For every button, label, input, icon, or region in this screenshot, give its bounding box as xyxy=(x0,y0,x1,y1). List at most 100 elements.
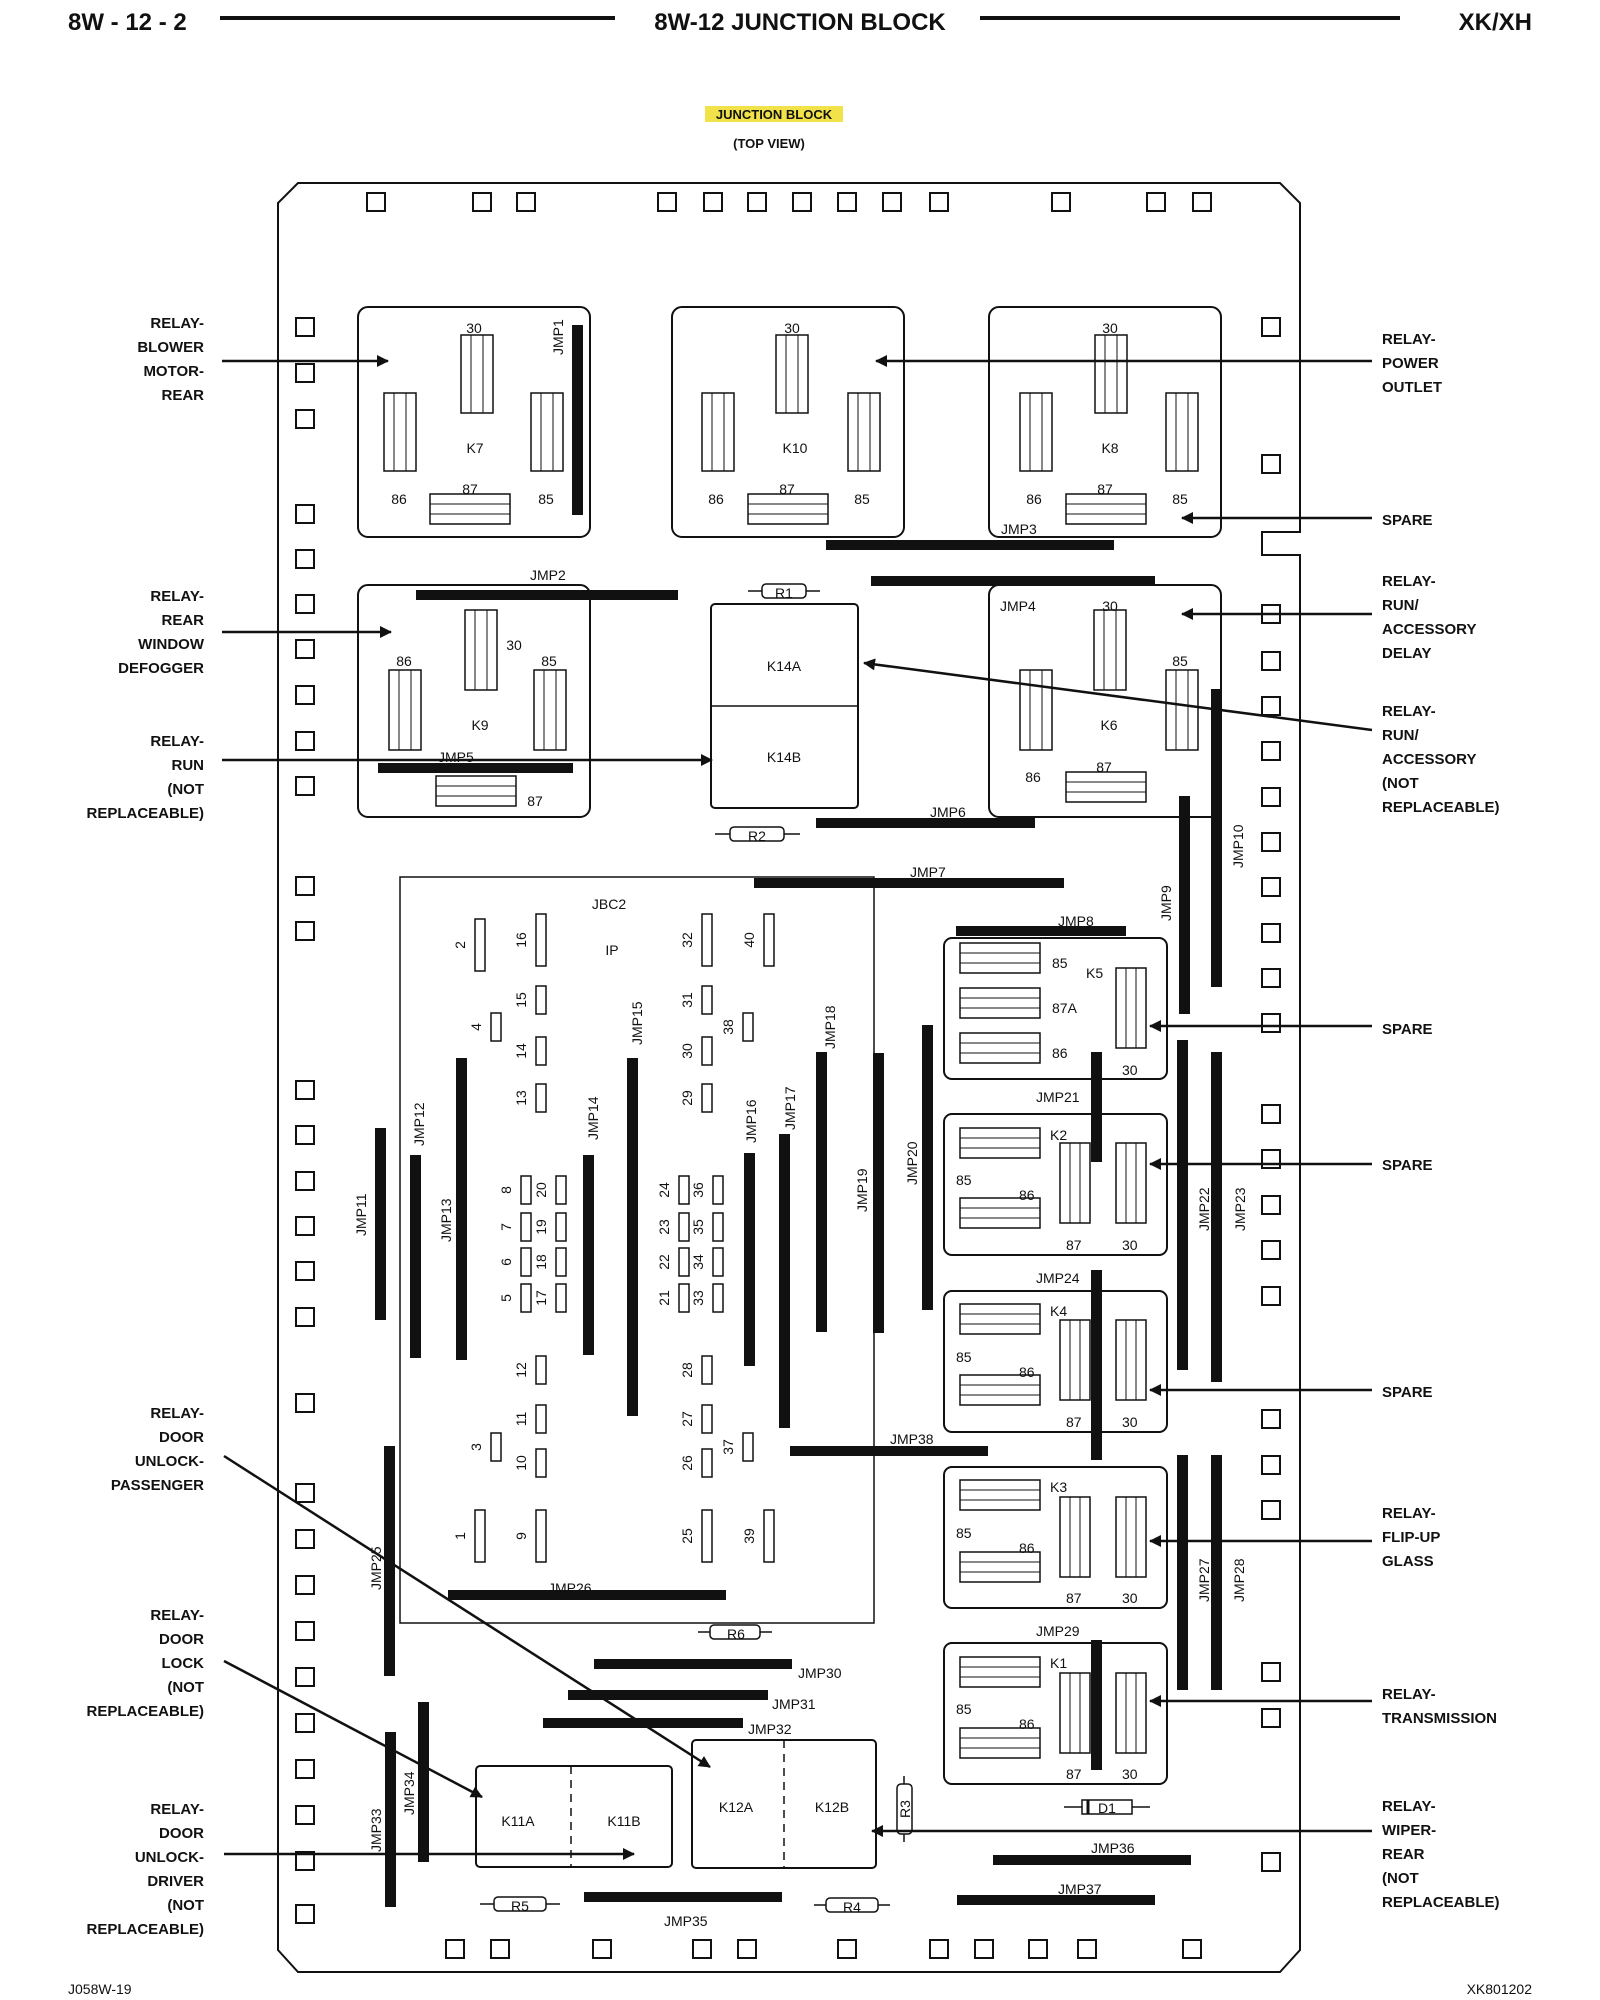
jmp4-label: JMP4 xyxy=(1000,598,1036,614)
arrow-run-accessory-not-replaceable xyxy=(863,658,1373,732)
jbc2-pin-slot xyxy=(535,1404,547,1434)
jbc2-pin-label: 30 xyxy=(679,1043,695,1059)
jmp5-label: JMP5 xyxy=(438,749,474,765)
jbc2-pin-slot xyxy=(742,1012,754,1042)
callout-line: RUN/ xyxy=(1382,727,1419,744)
arrow-door-lock xyxy=(223,1659,483,1799)
jmp3-label: JMP3 xyxy=(1001,521,1037,537)
jmp35-label: JMP35 xyxy=(664,1913,708,1929)
r2-label: R2 xyxy=(748,828,766,844)
relay-k9: 30 86 85 K9 87 xyxy=(357,584,591,818)
callout-line: (NOT xyxy=(167,1679,204,1696)
k8-pin86-label: 86 xyxy=(1026,491,1042,507)
jbc2-pin-slot xyxy=(535,1083,547,1113)
jbc2-pin-slot xyxy=(535,1509,547,1563)
k5-pin30-label: 30 xyxy=(1122,1062,1138,1078)
callout-line: BLOWER xyxy=(137,339,204,356)
relay-k1: K1 85 86 87 30 xyxy=(943,1642,1168,1785)
k2-pin85-label: 85 xyxy=(956,1172,972,1188)
jbc2-pin-slot xyxy=(712,1247,724,1277)
jbc2-pin-slot xyxy=(742,1432,754,1462)
callout-line: ACCESSORY xyxy=(1382,751,1476,768)
callout-line: RELAY- xyxy=(150,733,204,750)
jbc2-pin-slot xyxy=(712,1175,724,1205)
k8-pin30-label: 30 xyxy=(1102,320,1118,336)
jbc2-pin-label: 23 xyxy=(656,1219,672,1235)
r1-label: R1 xyxy=(775,585,793,601)
jmp10-label: JMP10 xyxy=(1230,824,1246,868)
jbc2-pin-label: 7 xyxy=(498,1223,514,1231)
callout-line: RUN xyxy=(172,757,205,774)
k12b-name: K12B xyxy=(815,1799,849,1815)
callout-line: SPARE xyxy=(1382,1021,1433,1038)
callout-line: RELAY- xyxy=(150,315,204,332)
jmp33-label: JMP33 xyxy=(368,1808,384,1852)
jbc2-pin-label: 1 xyxy=(452,1532,468,1540)
model-code: XK/XH xyxy=(1459,9,1532,36)
jbc2-pin-slot xyxy=(535,1355,547,1385)
callout-line: RELAY- xyxy=(150,1801,204,1818)
callout-line: ACCESSORY xyxy=(1382,621,1476,638)
k7-pin85-label: 85 xyxy=(538,491,554,507)
callout-line: DOOR xyxy=(159,1631,204,1648)
k8-pin85-label: 85 xyxy=(1172,491,1188,507)
resistor-r2: R2 xyxy=(715,826,800,844)
jbc2-pin-slot xyxy=(555,1175,567,1205)
jbc2-pin-label: 34 xyxy=(690,1254,706,1270)
jmp16-label: JMP16 xyxy=(743,1099,759,1143)
callout-line: RELAY- xyxy=(1382,703,1436,720)
jbc2-pin-label: 8 xyxy=(498,1186,514,1194)
resistor-r4: R4 xyxy=(814,1897,890,1915)
callout-line: PASSENGER xyxy=(111,1477,204,1494)
callout-transmission: RELAY-TRANSMISSION xyxy=(1382,1686,1497,1727)
k4-pin87-label: 87 xyxy=(1066,1414,1082,1430)
jbc2-pin-slot xyxy=(490,1432,502,1462)
k7-pin87-label: 87 xyxy=(462,481,478,497)
k10-pin30-label: 30 xyxy=(784,320,800,336)
relay-k6: 30 85 K6 86 87 xyxy=(988,584,1222,818)
k4-name: K4 xyxy=(1050,1303,1067,1319)
callout-line: OUTLET xyxy=(1382,379,1442,396)
callout-line: DOOR xyxy=(159,1429,204,1446)
jbc2-pin-slot xyxy=(701,1448,713,1478)
callout-spare-k5: SPARE xyxy=(1382,1021,1433,1038)
jbc2-pin-label: 14 xyxy=(513,1043,529,1059)
k5-pin86-label: 86 xyxy=(1052,1045,1068,1061)
leader-arrows xyxy=(222,355,1373,1860)
jmp6-label: JMP6 xyxy=(930,804,966,820)
k7-pin30-label: 30 xyxy=(466,320,482,336)
relay-k3: K3 85 86 87 30 xyxy=(943,1466,1168,1609)
callout-line: RELAY- xyxy=(1382,1798,1436,1815)
callout-line: SPARE xyxy=(1382,512,1433,529)
diode-d1: D1 xyxy=(1064,1799,1150,1816)
callout-line: DOOR xyxy=(159,1825,204,1842)
jbc2-pin-slot xyxy=(490,1012,502,1042)
callout-line: RELAY- xyxy=(150,1405,204,1422)
k12a-name: K12A xyxy=(719,1799,754,1815)
k9-name: K9 xyxy=(471,717,488,733)
jbc2-pin-label: 9 xyxy=(513,1532,529,1540)
k8-pin87-label: 87 xyxy=(1097,481,1113,497)
jbc2-pin-label: 12 xyxy=(513,1362,529,1378)
resistor-r6: R6 xyxy=(698,1624,772,1642)
jbc2-pin-slot xyxy=(555,1212,567,1242)
jbc2-pin-slot xyxy=(701,1404,713,1434)
k11b-name: K11B xyxy=(607,1813,640,1829)
jmp22-label: JMP22 xyxy=(1196,1187,1212,1231)
k1-name: K1 xyxy=(1050,1655,1067,1671)
k3-pin87-label: 87 xyxy=(1066,1590,1082,1606)
k10-pin85-label: 85 xyxy=(854,491,870,507)
callout-line: RUN/ xyxy=(1382,597,1419,614)
callout-line: SPARE xyxy=(1382,1157,1433,1174)
jbc2-pin-slot xyxy=(520,1247,532,1277)
jmp30-label: JMP30 xyxy=(798,1665,842,1681)
jbc2-pin-label: 40 xyxy=(741,932,757,948)
junction-block-outline xyxy=(277,182,1301,1973)
jbc2-pin-label: 38 xyxy=(720,1019,736,1035)
callout-line: DEFOGGER xyxy=(118,660,204,677)
